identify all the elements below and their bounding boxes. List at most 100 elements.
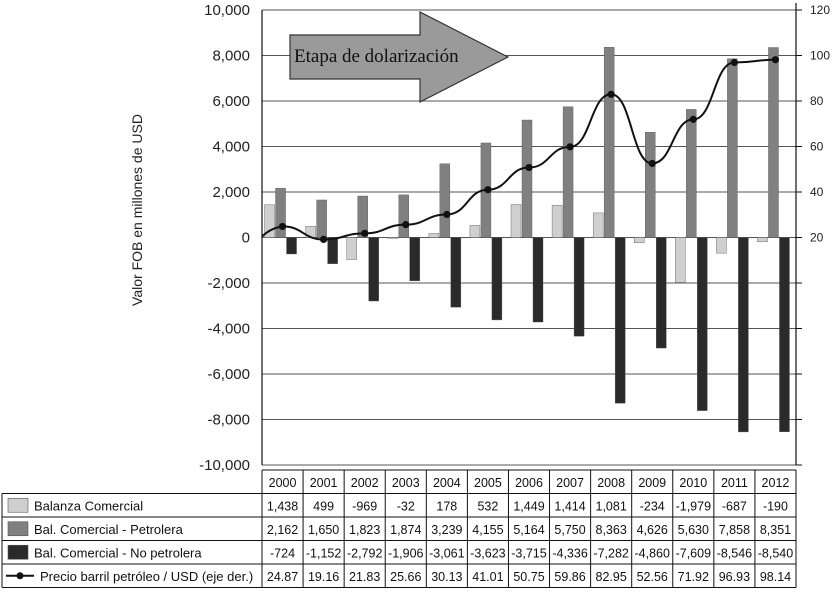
bar-bal-comercial-petrolera-2004 [439,163,451,238]
table-cell: -3,061 [429,546,464,560]
table-cell: -190 [763,499,788,513]
table-year: 2004 [433,476,461,490]
bar-bal-comercial-petrolera-2009 [645,132,656,238]
table-cell: 5,630 [678,523,709,537]
legend-swatch [7,544,29,560]
price-point-2011 [730,58,738,67]
table-cell: 50.75 [513,570,544,584]
bar-bal-comercial-petrolera-2002 [357,195,368,238]
price-point-2003 [402,221,410,229]
y2-tick-label: 60 [810,140,824,154]
price-point-2012 [771,56,780,64]
table-year: 2006 [515,476,543,490]
bar-bal-comercial-no-petrolera-2006 [532,237,544,323]
legend-label: Bal. Comercial - No petrolera [34,545,202,560]
y2-tick-label: 120 [810,3,830,17]
table-year: 2002 [351,476,379,490]
table-cell: 59.86 [554,570,585,584]
table-cell: 5,750 [554,523,585,537]
table-cell: -3,715 [511,546,546,560]
y2-tick-label: 20 [810,231,824,245]
price-point-2005 [484,186,492,194]
table-year: 2005 [474,476,502,490]
y2-tick-label: 100 [810,49,830,63]
table-cell: -4,336 [552,546,587,560]
legend-label: Precio barril petróleo / USD (eje der.) [40,569,253,584]
table-cell: -1,979 [676,499,711,513]
table-cell: 96.93 [719,570,750,584]
table-cell: 25.66 [390,570,421,584]
price-point-2004 [443,210,451,219]
bar-bal-comercial-no-petrolera-2010 [697,237,708,411]
table-cell: -8,546 [717,546,752,560]
table-year: 2011 [721,476,748,490]
bar-balanza-comercial-2000 [264,204,275,238]
legend-marker [16,572,24,580]
table-cell: -32 [397,499,415,513]
price-point-2007 [566,143,574,151]
table-cell: 499 [313,499,334,513]
y-tick-label: -8,000 [207,412,250,429]
table-cell: 41.01 [472,570,503,584]
bar-balanza-comercial-2008 [592,212,604,238]
bar-bal-comercial-no-petrolera-2003 [409,237,420,282]
table-cell: 1,650 [308,523,339,537]
y-tick-label: 10,000 [204,2,250,19]
table-year: 2010 [679,476,707,490]
table-cell: 8,363 [596,523,627,537]
y-tick-label: 6,000 [212,93,250,110]
y-tick-label: 2,000 [212,184,250,201]
table-cell: -7,282 [593,546,628,560]
y-axis-title: Valor FOB en millones de USD [129,114,145,306]
table-cell: 178 [436,499,457,513]
table-cell: 5,164 [513,523,544,537]
price-point-2006 [525,163,533,172]
bar-balanza-comercial-2010 [675,237,686,283]
price-point-2008 [607,90,615,98]
price-point-2002 [361,229,369,237]
annotation: Etapa de dolarización [289,11,510,103]
table-cell: -687 [722,499,747,513]
table-year: 2001 [310,476,338,490]
y-tick-label: 0 [242,230,250,247]
y2-tick-label: 40 [810,185,824,199]
bar-bal-comercial-petrolera-2003 [398,194,409,238]
bar-bal-comercial-no-petrolera-2005 [491,237,503,321]
bar-bal-comercial-petrolera-2000 [275,188,286,238]
table-cell: -2,792 [347,546,382,560]
price-point-2000 [278,222,287,231]
bar-bal-comercial-no-petrolera-2009 [656,237,667,349]
bar-balanza-comercial-2007 [551,205,563,238]
table-cell: 4,626 [637,523,668,537]
y-tick-label: -6,000 [207,366,250,383]
table-cell: 21.83 [349,570,380,584]
price-point-2001 [320,235,328,244]
legend-label: Bal. Comercial - Petrolera [34,522,184,537]
bar-bal-comercial-no-petrolera-2001 [327,237,338,264]
legend-swatch [7,497,29,513]
table-cell: 3,239 [431,523,462,537]
table-cell: -7,609 [676,546,711,560]
y2-tick-label: 80 [810,94,824,108]
table-cell: 98.14 [760,570,791,584]
table-cell: 1,823 [349,523,380,537]
table-cell: 52.56 [637,570,668,584]
table-cell: 532 [477,499,498,513]
table-year: 2008 [597,476,625,490]
table-cell: 1,414 [554,499,585,513]
y-tick-label: 8,000 [212,48,250,65]
table-cell: -969 [352,499,377,513]
table-cell: 7,858 [719,523,750,537]
table-year: 2003 [392,476,420,490]
bar-balanza-comercial-2005 [469,225,481,238]
table-cell: 1,449 [513,499,544,513]
bar-balanza-comercial-2003 [387,237,398,239]
price-point-2009 [648,159,656,168]
bar-bal-comercial-no-petrolera-2007 [573,237,585,337]
bar-bal-comercial-petrolera-2010 [686,109,697,238]
table-year: 2007 [556,476,584,490]
bar-bal-comercial-petrolera-2007 [562,106,574,238]
bar-bal-comercial-petrolera-2011 [727,58,738,238]
table-cell: 24.87 [267,570,298,584]
